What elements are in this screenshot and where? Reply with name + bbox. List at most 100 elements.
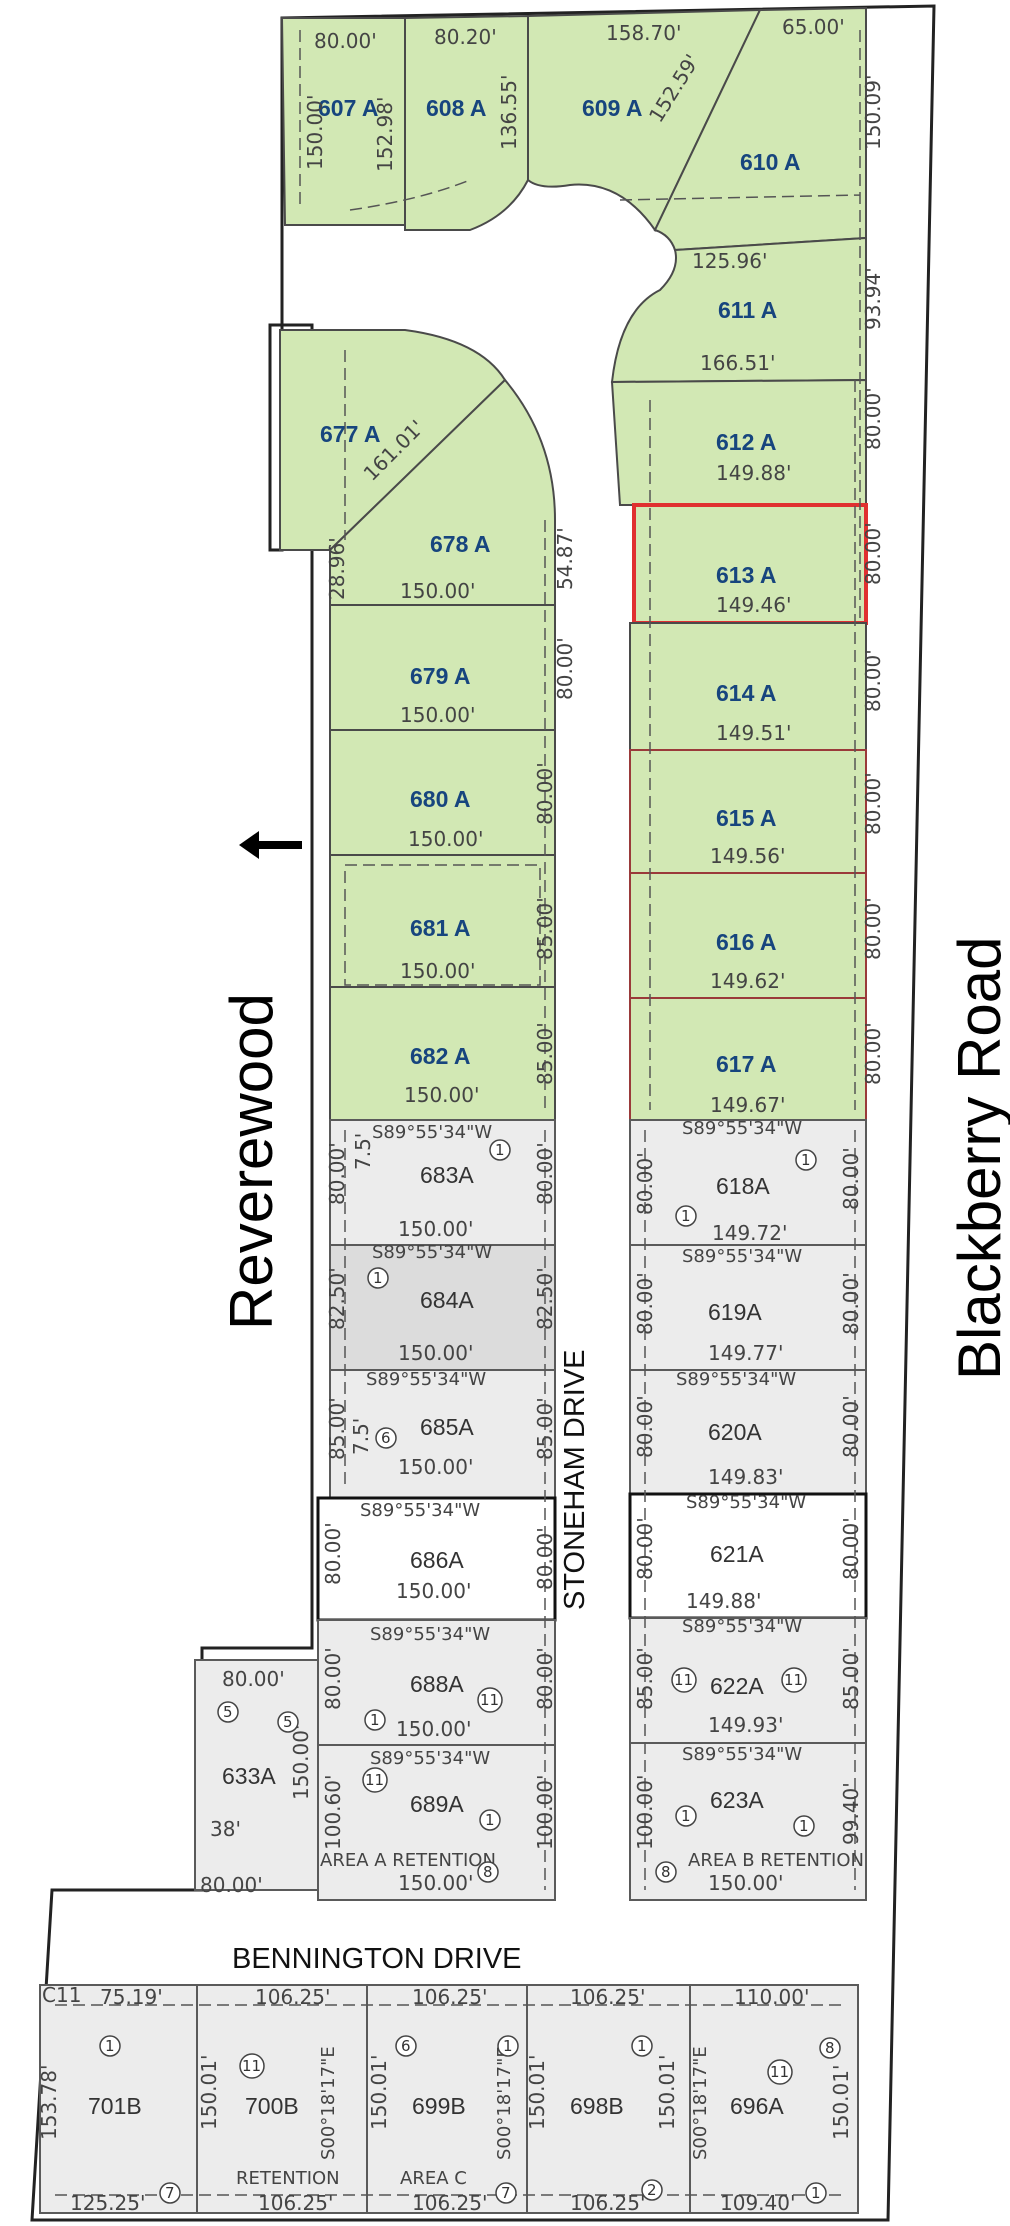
lot-688[interactable] <box>317 1619 556 1746</box>
dimension: 80.00' <box>321 1647 345 1710</box>
dimension: 150.00' <box>404 1083 479 1107</box>
dimension: 100.00' <box>633 1775 657 1850</box>
dimension: 150.00' <box>400 579 475 603</box>
svg-text:1: 1 <box>681 1807 691 1825</box>
dimension: 106.25' <box>570 1985 645 2009</box>
lot-616[interactable] <box>629 872 867 999</box>
dimension: 82.50' <box>325 1267 349 1330</box>
svg-text:1: 1 <box>105 2037 115 2055</box>
lot-620[interactable] <box>629 1369 867 1495</box>
dimension: 93.94' <box>861 267 885 330</box>
lot-label: 677 A <box>320 421 381 447</box>
lot-label: 622A <box>710 1673 764 1699</box>
svg-text:1: 1 <box>799 1817 809 1835</box>
lot-label: 680 A <box>410 786 471 812</box>
dimension: C11 <box>42 1983 81 2007</box>
dimension: 80.00' <box>861 649 885 712</box>
dimension: 85.00' <box>325 1397 349 1460</box>
dimension: 150.00' <box>400 959 475 983</box>
dimension: 150.01' <box>367 2055 391 2130</box>
dimension: 150.00' <box>289 1725 313 1800</box>
dimension: 106.25' <box>412 2191 487 2215</box>
dimension: 80.00' <box>839 1147 863 1210</box>
dimension: 149.83' <box>708 1465 783 1489</box>
dimension: 80.00' <box>839 1272 863 1335</box>
dimension: 125.96' <box>692 249 767 273</box>
dimension: 150.00' <box>398 1341 473 1365</box>
lot-699[interactable] <box>366 1984 528 2214</box>
dimension: 80.00' <box>861 522 885 585</box>
dimension: 80.00' <box>553 637 577 700</box>
bearing: S89°55'34"W <box>360 1500 480 1521</box>
lot-619[interactable] <box>629 1244 867 1371</box>
dimension: 80.00' <box>533 1527 557 1590</box>
dimension: 100.00' <box>533 1775 557 1850</box>
dimension: 149.67' <box>710 1093 785 1117</box>
dimension: 150.09' <box>861 75 885 150</box>
dimension: 149.88' <box>716 461 791 485</box>
lot-label: 613 A <box>716 562 777 588</box>
lot-689[interactable] <box>317 1744 556 1901</box>
lot-680[interactable] <box>329 729 556 856</box>
lot-label: 623A <box>710 1787 764 1813</box>
bearing: S00°18'17"E <box>318 2046 339 2160</box>
dimension: 106.25' <box>570 2191 645 2215</box>
lot-681[interactable] <box>329 854 556 988</box>
lot-label: 612 A <box>716 429 777 455</box>
lot-label: 617 A <box>716 1051 777 1077</box>
bearing: S89°55'34"W <box>370 1748 490 1769</box>
lot-label: 621A <box>710 1541 764 1567</box>
svg-text:1: 1 <box>811 2184 821 2202</box>
lot-684[interactable] <box>329 1244 556 1371</box>
lot-685[interactable] <box>329 1369 556 1499</box>
lot-label: 685A <box>420 1414 474 1440</box>
svg-text:1: 1 <box>370 1711 380 1729</box>
lot-617[interactable] <box>629 997 867 1121</box>
lot-621[interactable] <box>628 1492 868 1620</box>
dimension: 150.00' <box>408 827 483 851</box>
lot-622[interactable] <box>629 1617 867 1744</box>
dimension: 149.46' <box>716 593 791 617</box>
lot-611[interactable] <box>610 236 867 384</box>
dimension: 150.01' <box>655 2055 679 2130</box>
dimension: 80.00' <box>533 1647 557 1710</box>
lot-700[interactable] <box>196 1984 368 2214</box>
bearing: S89°55'34"W <box>686 1492 806 1513</box>
street-name-stoneham-drive: STONEHAM DRIVE <box>559 1349 591 1610</box>
svg-text:1: 1 <box>503 2037 513 2055</box>
dimension: 150.00' <box>303 95 327 170</box>
area-label: AREA A RETENTION <box>320 1850 496 1871</box>
lot-label: 614 A <box>716 680 777 706</box>
lot-618[interactable] <box>629 1119 867 1246</box>
lot-701[interactable] <box>39 1984 198 2214</box>
lot-698[interactable] <box>526 1984 691 2214</box>
dimension: 110.00' <box>734 1985 809 2009</box>
dimension: 80.00' <box>533 762 557 825</box>
dimension: 80.00' <box>633 1395 657 1458</box>
lot-682[interactable] <box>329 986 556 1121</box>
lot-633[interactable] <box>194 1659 319 1891</box>
lot-678[interactable] <box>329 378 556 606</box>
lot-696[interactable] <box>689 1984 859 2214</box>
lot-label: 688A <box>410 1671 464 1697</box>
lot-label: 698B <box>570 2093 624 2119</box>
dimension: 85.00' <box>533 1022 557 1085</box>
dimension: 153.78' <box>37 2065 61 2140</box>
lot-label: 683A <box>420 1162 474 1188</box>
marker-circles: 1 1 6 11 1 11 1 8 5 5 1 1 11 11 1 1 8 1 … <box>99 1139 841 2204</box>
svg-text:7: 7 <box>165 2184 175 2202</box>
dimension: 85.00' <box>533 897 557 960</box>
dimension: 99.40' <box>839 1782 863 1845</box>
dimension: 125.25' <box>70 2191 145 2215</box>
lot-679[interactable] <box>329 604 556 731</box>
lot-label: 689A <box>410 1791 464 1817</box>
lot-609[interactable] <box>527 8 762 232</box>
dimension: 106.25' <box>255 1985 330 2009</box>
lot-label: 616 A <box>716 929 777 955</box>
bearing: S89°55'34"W <box>370 1624 490 1645</box>
lot-683[interactable] <box>329 1119 556 1246</box>
lot-686[interactable] <box>316 1496 557 1622</box>
bearing: S89°55'34"W <box>682 1118 802 1139</box>
bearing: S89°55'34"W <box>682 1744 802 1765</box>
bearing: S00°18'17"E <box>690 2046 711 2160</box>
